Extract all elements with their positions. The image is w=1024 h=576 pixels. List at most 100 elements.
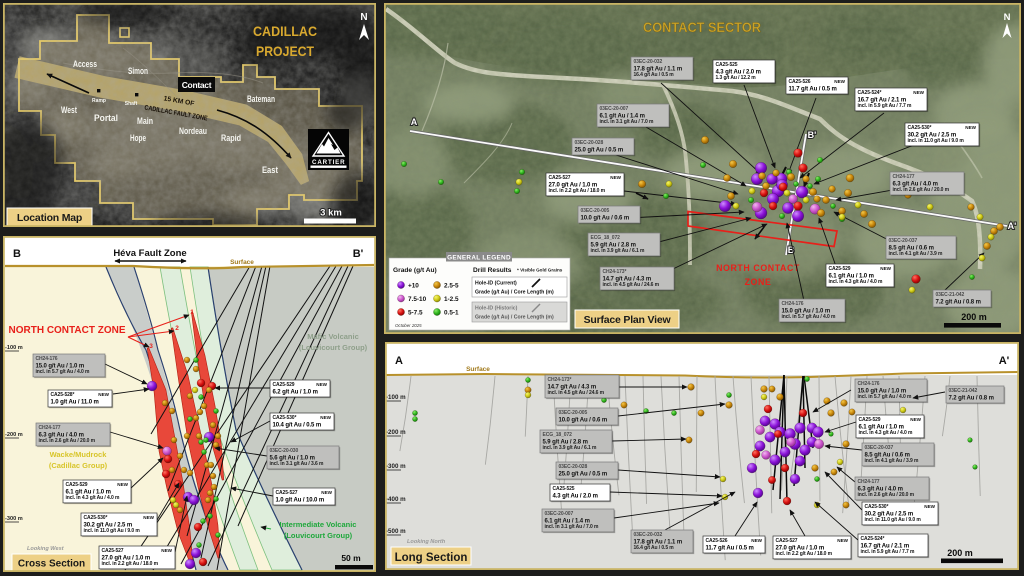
svg-text:-500 m: -500 m <box>386 528 406 535</box>
svg-text:CA25-528*: CA25-528* <box>51 392 75 398</box>
svg-text:NEW: NEW <box>320 415 331 420</box>
svg-text:14.7 g/t Au / 4.3 m: 14.7 g/t Au / 4.3 m <box>603 276 652 282</box>
svg-text:NORTH CONTACT ZONE: NORTH CONTACT ZONE <box>9 324 126 336</box>
svg-text:incl. in 2.6 g/t Au / 20.0 m: incl. in 2.6 g/t Au / 20.0 m <box>893 187 950 193</box>
svg-text:6.1 g/t Au / 1.0 m: 6.1 g/t Au / 1.0 m <box>829 273 874 279</box>
svg-text:Access: Access <box>73 59 97 70</box>
svg-text:03EC-20-028: 03EC-20-028 <box>575 140 604 146</box>
svg-text:CH24-176: CH24-176 <box>858 381 880 387</box>
svg-text:NEW: NEW <box>910 417 921 422</box>
svg-text:CA25-526: CA25-526 <box>706 538 728 544</box>
svg-text:B': B' <box>353 248 364 260</box>
svg-text:-100 m: -100 m <box>386 394 406 401</box>
svg-text:4.3 g/t Au / 2.0 m: 4.3 g/t Au / 2.0 m <box>553 493 598 499</box>
svg-text:6.1 g/t Au / 1.0 m: 6.1 g/t Au / 1.0 m <box>859 424 904 430</box>
svg-text:03EC-20-032: 03EC-20-032 <box>634 532 663 538</box>
svg-text:incl. in 11.0 g/t Au / 9.0 m: incl. in 11.0 g/t Au / 9.0 m <box>908 138 965 144</box>
svg-text:-200 m: -200 m <box>386 429 406 436</box>
svg-text:GENERAL LEGEND: GENERAL LEGEND <box>447 255 511 262</box>
svg-text:A: A <box>395 355 403 367</box>
svg-text:15.0 g/t Au / 1.0 m: 15.0 g/t Au / 1.0 m <box>36 363 85 369</box>
svg-text:incl. in 2.6 g/t Au / 20.0 m: incl. in 2.6 g/t Au / 20.0 m <box>858 492 915 498</box>
svg-text:CA25-530*: CA25-530* <box>908 125 932 131</box>
svg-text:CH24-176: CH24-176 <box>782 301 804 307</box>
svg-text:CONTACT SECTOR: CONTACT SECTOR <box>643 19 761 35</box>
svg-text:Long Section: Long Section <box>395 552 468 564</box>
svg-text:Simon: Simon <box>128 66 148 77</box>
svg-text:NEW: NEW <box>965 125 976 130</box>
svg-text:NEW: NEW <box>117 482 128 487</box>
svg-text:CH24-177: CH24-177 <box>858 479 880 485</box>
svg-text:17.8 g/t Au / 1.1 m: 17.8 g/t Au / 1.1 m <box>634 66 683 72</box>
svg-text:CA25-527: CA25-527 <box>276 490 298 496</box>
svg-text:6.1 g/t Au / 1.4 m: 6.1 g/t Au / 1.4 m <box>600 113 645 119</box>
svg-text:N: N <box>1004 12 1011 23</box>
svg-text:CA25-526: CA25-526 <box>789 79 811 85</box>
svg-text:CA25-524*: CA25-524* <box>858 90 882 96</box>
svg-text:NEW: NEW <box>834 79 845 84</box>
svg-text:Hole-ID (Historic): Hole-ID (Historic) <box>475 306 518 312</box>
svg-text:30.2 g/t Au / 2.5 m: 30.2 g/t Au / 2.5 m <box>84 522 133 528</box>
svg-text:incl. in 2.6 g/t Au / 20.0 m: incl. in 2.6 g/t Au / 20.0 m <box>39 438 96 444</box>
svg-text:incl. in 2.2 g/t Au / 18.0 m: incl. in 2.2 g/t Au / 18.0 m <box>549 188 606 194</box>
svg-text:(Louvicourt Group): (Louvicourt Group) <box>299 343 368 352</box>
svg-text:East: East <box>262 165 279 176</box>
svg-text:3: 3 <box>149 343 153 350</box>
svg-text:50 m: 50 m <box>341 553 361 563</box>
svg-text:Ramp: Ramp <box>92 98 106 104</box>
svg-text:Main: Main <box>137 116 153 127</box>
svg-text:1.0 g/t Au / 10.0 m: 1.0 g/t Au / 10.0 m <box>276 497 325 503</box>
svg-text:CA25-524*: CA25-524* <box>861 536 885 542</box>
svg-text:N: N <box>360 12 367 23</box>
svg-text:5.9 g/t Au / 2.8 m: 5.9 g/t Au / 2.8 m <box>543 439 588 445</box>
svg-text:CA25-529: CA25-529 <box>273 382 295 388</box>
svg-text:03EC-20-007: 03EC-20-007 <box>545 511 574 517</box>
svg-text:6.3 g/t Au / 4.0 m: 6.3 g/t Au / 4.0 m <box>858 486 903 492</box>
svg-text:incl. in 5.9 g/t Au / 7.7 m: incl. in 5.9 g/t Au / 7.7 m <box>861 549 915 555</box>
svg-text:25.0 g/t Au / 0.5 m: 25.0 g/t Au / 0.5 m <box>575 147 624 153</box>
svg-text:Looking North: Looking North <box>407 539 446 545</box>
svg-text:CA25-529: CA25-529 <box>829 266 851 272</box>
svg-text:CADILLAC: CADILLAC <box>253 23 317 39</box>
svg-text:27.0 g/t Au / 1.0 m: 27.0 g/t Au / 1.0 m <box>102 555 151 561</box>
svg-text:NEW: NEW <box>913 90 924 95</box>
svg-text:CARTIER: CARTIER <box>312 159 345 166</box>
svg-text:7.2 g/t Au / 0.8 m: 7.2 g/t Au / 0.8 m <box>936 299 981 305</box>
svg-text:Surface Plan View: Surface Plan View <box>584 314 672 326</box>
svg-text:5-7.5: 5-7.5 <box>408 309 423 316</box>
svg-text:27.0 g/t Au / 1.0 m: 27.0 g/t Au / 1.0 m <box>549 182 598 188</box>
svg-text:25.0 g/t Au / 0.5 m: 25.0 g/t Au / 0.5 m <box>559 471 608 477</box>
svg-text:Hole-ID (Current): Hole-ID (Current) <box>475 281 517 287</box>
svg-text:NEW: NEW <box>98 392 109 397</box>
svg-text:8.5 g/t Au / 0.6 m: 8.5 g/t Au / 0.6 m <box>889 245 934 251</box>
svg-text:incl. in 3.9 g/t Au / 6.1 m: incl. in 3.9 g/t Au / 6.1 m <box>543 445 597 451</box>
svg-text:CH24-177: CH24-177 <box>39 425 61 431</box>
svg-text:* Visible Gold Grains: * Visible Gold Grains <box>517 268 563 273</box>
svg-text:11.7 g/t Au / 0.5 m: 11.7 g/t Au / 0.5 m <box>706 545 754 551</box>
svg-text:03EC-20-005: 03EC-20-005 <box>581 208 610 214</box>
svg-text:ECG_18_072: ECG_18_072 <box>543 432 573 438</box>
svg-text:Surface: Surface <box>466 366 490 373</box>
svg-text:CA25-530*: CA25-530* <box>84 515 108 521</box>
svg-text:27.0 g/t Au / 1.0 m: 27.0 g/t Au / 1.0 m <box>776 545 825 551</box>
svg-text:incl. in 4.3 g/t Au / 4.0 m: incl. in 4.3 g/t Au / 4.0 m <box>66 495 120 501</box>
svg-text:incl. in 5.7 g/t Au / 4.0 m: incl. in 5.7 g/t Au / 4.0 m <box>36 369 90 375</box>
svg-text:incl. in 4.1 g/t Au / 3.9 m: incl. in 4.1 g/t Au / 3.9 m <box>865 458 919 464</box>
svg-text:NEW: NEW <box>837 538 848 543</box>
svg-text:8.5 g/t Au / 0.6 m: 8.5 g/t Au / 0.6 m <box>865 452 910 458</box>
svg-text:6.3 g/t Au / 4.0 m: 6.3 g/t Au / 4.0 m <box>893 181 938 187</box>
svg-text:30.2 g/t Au / 2.5 m: 30.2 g/t Au / 2.5 m <box>865 511 914 517</box>
svg-text:CH24-177: CH24-177 <box>893 174 915 180</box>
svg-text:NEW: NEW <box>751 538 762 543</box>
svg-text:Surface: Surface <box>230 259 254 266</box>
svg-text:Cross Section: Cross Section <box>18 559 85 570</box>
svg-text:CA25-527: CA25-527 <box>549 175 571 181</box>
svg-text:Portal: Portal <box>94 113 118 124</box>
svg-text:Nordeau: Nordeau <box>179 126 207 137</box>
svg-text:17.8 g/t Au / 1.1 m: 17.8 g/t Au / 1.1 m <box>634 539 683 545</box>
svg-text:A: A <box>411 117 418 127</box>
svg-text:10.0 g/t Au / 0.6 m: 10.0 g/t Au / 0.6 m <box>581 215 630 221</box>
svg-text:NEW: NEW <box>161 548 172 553</box>
svg-text:CH24-176: CH24-176 <box>36 356 58 362</box>
svg-text:7.5-10: 7.5-10 <box>408 296 427 303</box>
